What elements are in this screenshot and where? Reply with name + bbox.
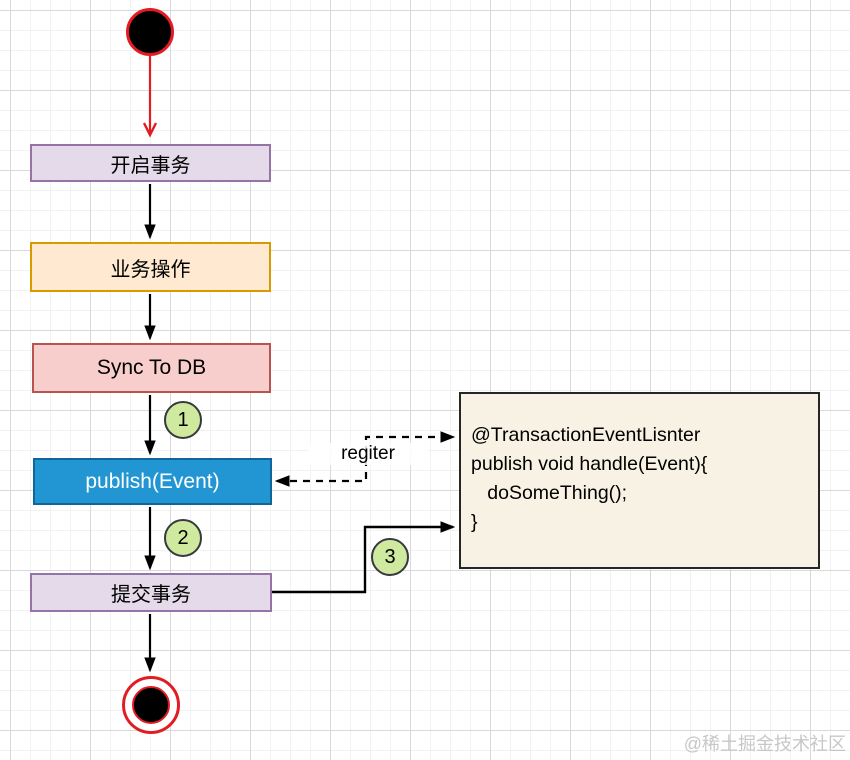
code-line: }	[471, 511, 478, 533]
activity-label: publish(Event)	[85, 469, 220, 493]
activity-sync-to-db: Sync To DB	[32, 343, 271, 393]
end-node-core	[132, 686, 170, 724]
step-number: 2	[177, 526, 189, 549]
activity-label: Sync To DB	[96, 356, 207, 379]
step-number: 1	[177, 408, 189, 431]
code-line: @TransactionEventLisnter	[471, 424, 701, 446]
activity-business-operation: 业务操作	[30, 242, 271, 292]
step-badge-1: 1	[164, 401, 202, 439]
step-badge-2: 2	[164, 519, 202, 557]
code-note-box: @TransactionEventLisnter publish void ha…	[459, 392, 820, 569]
start-node	[126, 8, 174, 56]
activity-begin-transaction: 开启事务	[30, 144, 271, 182]
edge-commit-to-note	[272, 527, 453, 594]
activity-commit-transaction: 提交事务	[30, 573, 272, 612]
end-node	[122, 676, 180, 734]
activity-label: 提交事务	[111, 584, 191, 606]
step-number: 3	[384, 545, 396, 568]
code-line: publish void handle(Event){	[471, 453, 708, 475]
activity-label: 业务操作	[110, 258, 191, 281]
activity-label: 开启事务	[110, 154, 191, 177]
register-edge-label: regiter	[308, 443, 428, 465]
activity-publish-event: publish(Event)	[33, 458, 272, 505]
code-line: doSomeThing();	[471, 482, 628, 504]
step-badge-3: 3	[371, 538, 409, 576]
watermark-text: @稀土掘金技术社区	[683, 734, 846, 754]
